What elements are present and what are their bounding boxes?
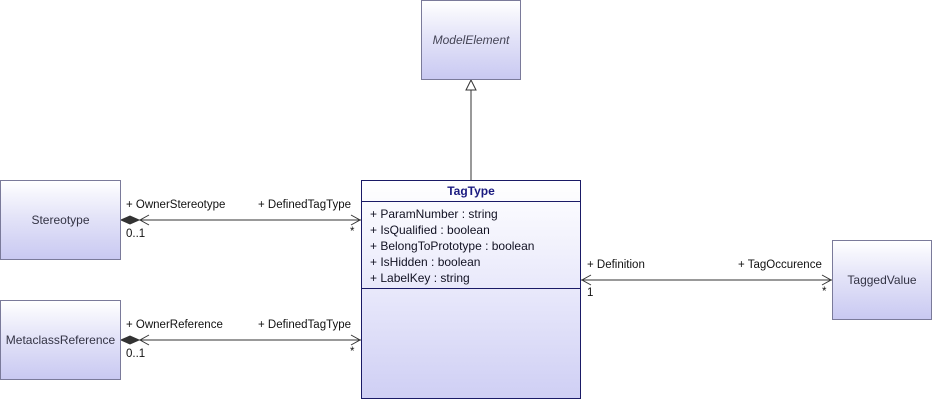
attribute-label-key: + LabelKey : string [370,271,470,285]
role-owner-reference: + OwnerReference [126,319,223,331]
class-model-element-name: ModelElement [432,33,510,47]
class-tag-type-attributes: + ParamNumber : string + IsQualified : b… [362,202,580,289]
class-metaclass-reference[interactable]: MetaclassReference [0,300,121,380]
class-tagged-value[interactable]: TaggedValue [832,240,932,320]
generalization-arrowhead [465,78,477,91]
role-tag-occurence: + TagOccurence [738,259,822,271]
mult-metaclass-target: * [350,346,355,358]
taggedvalue-source-arrow [580,274,592,286]
role-defined-tag-type-1: + DefinedTagType [258,199,352,211]
metaclass-nav-arrow [138,334,150,346]
class-tag-type[interactable]: TagType + ParamNumber : string + IsQuali… [361,180,581,399]
role-defined-tag-type-2: + DefinedTagType [258,319,352,331]
stereotype-target-arrow [350,214,362,226]
attribute-param-number: + ParamNumber : string [370,207,498,221]
class-metaclass-reference-name: MetaclassReference [5,333,116,347]
role-definition: + Definition [587,259,645,271]
attribute-is-hidden: + IsHidden : boolean [370,255,481,269]
stereotype-composition-diamond [119,215,141,225]
mult-stereotype-target: * [350,226,355,238]
metaclass-composition-diamond [119,335,141,345]
class-model-element[interactable]: ModelElement [421,0,521,80]
taggedvalue-target-arrow [821,274,833,286]
stereotype-nav-arrow [138,214,150,226]
class-stereotype-name: Stereotype [31,213,90,227]
mult-stereotype-source: 0..1 [126,228,146,240]
metaclass-target-arrow [350,334,362,346]
mult-metaclass-source: 0..1 [126,348,146,360]
attribute-belong-to-prototype: + BelongToPrototype : boolean [370,239,535,253]
class-tag-type-name: TagType [362,181,580,202]
class-stereotype[interactable]: Stereotype [0,180,121,260]
role-owner-stereotype: + OwnerStereotype [126,199,226,211]
attribute-is-qualified: + IsQualified : boolean [370,223,490,237]
mult-taggedvalue-source: 1 [587,287,594,299]
class-tagged-value-name: TaggedValue [847,273,917,287]
mult-taggedvalue-target: * [822,286,827,298]
